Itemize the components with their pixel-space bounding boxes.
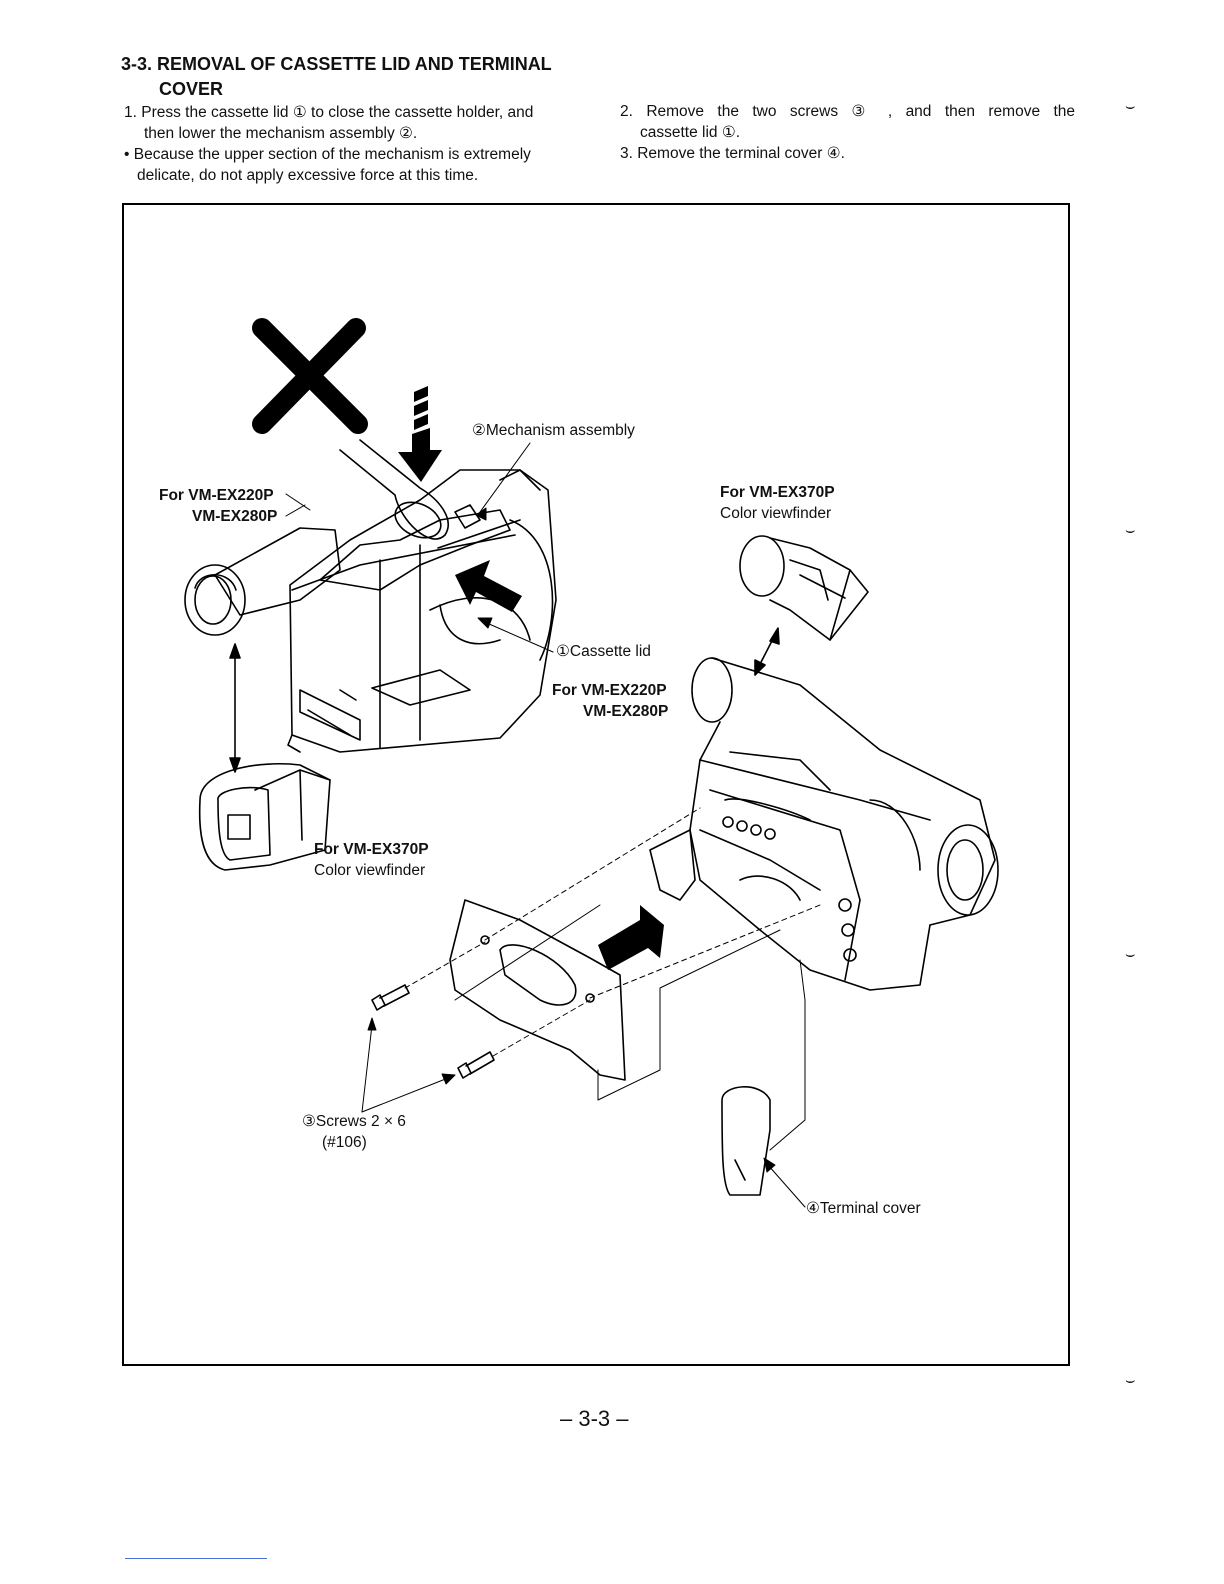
prohibited-x-icon [252,318,368,434]
terminal-cover-part [721,1086,771,1196]
label-models-top-right: For VM-EX370P Color viewfinder [720,482,835,524]
double-arrow-left [229,643,241,773]
model-ex280p-mid: VM-EX280P [583,703,669,720]
step-3: 3. Remove the terminal cover ④. [620,145,845,162]
model-ex220p: For VM-EX220P [159,487,274,504]
note-line-2: delicate, do not apply excessive force a… [137,167,479,184]
scan-edge-mark-1: ⌣ [1125,98,1136,115]
color-viewfinder-right [739,535,869,641]
removal-arrow-icon [598,905,664,970]
screw-2-icon [457,1051,495,1079]
color-viewfinder-left [198,762,331,871]
color-viewfinder-label-bottom: Color viewfinder [314,862,426,879]
model-ex280p: VM-EX280P [192,508,278,525]
double-arrow-right [754,627,780,676]
step-1-line-2: then lower the mechanism assembly ②. [144,125,418,142]
instructions-right: 2. Remove the two screws ③ , and then re… [620,101,1075,164]
section-heading: 3-3. REMOVAL OF CASSETTE LID AND TERMINA… [121,52,552,102]
model-ex370p: For VM-EX370P [720,484,835,501]
label-cassette-lid: ①Cassette lid [556,643,651,660]
color-viewfinder-label: Color viewfinder [720,505,832,522]
figure-frame [122,203,1070,1366]
cassette-lid-part [449,899,626,1081]
footer-rule [125,1558,267,1559]
label-models-middle: For VM-EX220P VM-EX280P [552,680,668,722]
section-title-cont: COVER [159,79,224,99]
label-models-top-left: For VM-EX220P VM-EX280P [159,485,277,527]
scan-edge-mark-4: ⌣ [1125,1372,1136,1389]
screws-size: ③Screws 2 × 6 [302,1113,406,1130]
page-number: – 3-3 – [560,1406,629,1431]
label-screws: ③Screws 2 × 6 (#106) [302,1111,406,1153]
push-arrow-icon [455,560,522,612]
model-ex220p-mid: For VM-EX220P [552,682,667,699]
section-title: 3-3. REMOVAL OF CASSETTE LID AND TERMINA… [121,54,552,74]
model-ex370p-bottom: For VM-EX370P [314,841,429,858]
note-line-1: • Because the upper section of the mecha… [124,146,531,163]
screw-1-icon [371,984,410,1011]
screws-part-number: (#106) [322,1134,367,1151]
press-down-arrow-icon [398,386,442,482]
step-2-line-1: 2. Remove the two screws ③ , and then re… [620,103,1075,120]
camcorder-right [649,657,999,991]
finger-icon [339,439,449,540]
instructions-left: 1. Press the cassette lid ① to close the… [124,102,584,186]
label-models-bottom-left: For VM-EX370P Color viewfinder [314,839,429,881]
label-terminal-cover: ④Terminal cover [806,1200,921,1217]
label-mechanism-assembly: ②Mechanism assembly [472,422,635,439]
step-1-line-1: 1. Press the cassette lid ① to close the… [124,104,534,121]
step-2-line-2: cassette lid ①. [640,124,741,141]
scan-edge-mark-2: ⌣ [1125,522,1136,539]
scan-edge-mark-3: ⌣ [1125,946,1136,963]
